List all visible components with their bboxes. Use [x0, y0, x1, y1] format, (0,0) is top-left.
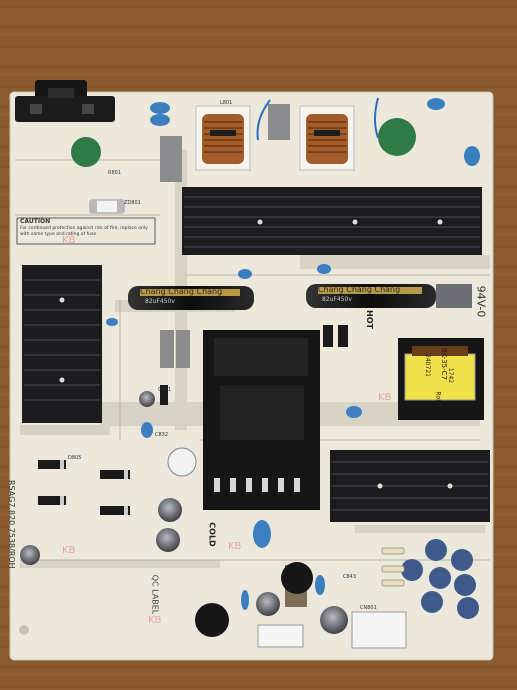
designator-6: CN801 [360, 605, 377, 611]
screw-hole [19, 625, 29, 635]
blue-wire-1 [256, 99, 271, 141]
blue-wire-2 [374, 97, 379, 139]
designator-5: ZD801 [124, 200, 141, 206]
standby-transformer [398, 338, 484, 420]
connector-bottom-2 [351, 611, 407, 649]
connector-bottom-1 [257, 624, 304, 648]
film-cap-1 [160, 136, 182, 182]
main-cap-right-spec: 82uF450v [322, 296, 352, 303]
watermark-3: KB [228, 541, 242, 552]
board-id-text: RSAG7.820.7538/ROH [7, 480, 16, 569]
resistors [381, 547, 405, 587]
designator-8: C843 [343, 574, 357, 580]
transformer-code: 1742 [447, 367, 455, 384]
transformer-rohs: RoHS [434, 391, 442, 408]
film-cap-2 [268, 104, 290, 140]
diodes [38, 325, 348, 515]
watermark-5: KB [148, 615, 162, 626]
rating-label: 94V-0 [474, 285, 488, 318]
ac-inlet [15, 80, 115, 122]
choke-left [195, 105, 251, 171]
caution-box [16, 217, 156, 245]
ic-block-2 [176, 330, 190, 368]
heatsink-bottom-right [330, 450, 490, 522]
caution-text: For continued protection against risk of… [20, 226, 148, 237]
choke-right [299, 105, 355, 171]
main-cap-left-spec: 82uF450v [145, 298, 175, 305]
designator-4: D805 [68, 455, 82, 461]
ic-block-1 [160, 330, 174, 368]
watermark-2: KB [62, 545, 76, 556]
gray-block-right [436, 284, 472, 308]
designator-1: C921 [158, 387, 172, 393]
hot-label: HOT [364, 310, 374, 329]
main-cap-left-text: Chang Chang Chang [140, 287, 223, 296]
watermark-4: KB [378, 392, 392, 403]
heatsink-top [182, 187, 482, 255]
blue-caps [106, 98, 480, 610]
designator-2: L801 [220, 100, 233, 106]
watermark-1: KB [62, 235, 76, 246]
heatsink-left [22, 265, 102, 423]
fuse [89, 199, 125, 214]
designator-7: C832 [155, 432, 169, 438]
varistor-right [378, 118, 416, 156]
transformer-date: 240721 [423, 354, 431, 377]
caution-title: CAUTION [20, 218, 51, 225]
main-cap-left [128, 286, 254, 310]
electrolytic-caps [20, 391, 479, 637]
main-cap-right [306, 284, 436, 308]
designator-3: R801 [108, 170, 122, 176]
varistor-left [71, 137, 101, 167]
main-transformer [203, 330, 320, 510]
main-cap-right-text: Chang Chang Chang [318, 285, 401, 294]
qc-label: QC LABEL [150, 574, 160, 615]
cold-label: COLD [207, 522, 217, 547]
